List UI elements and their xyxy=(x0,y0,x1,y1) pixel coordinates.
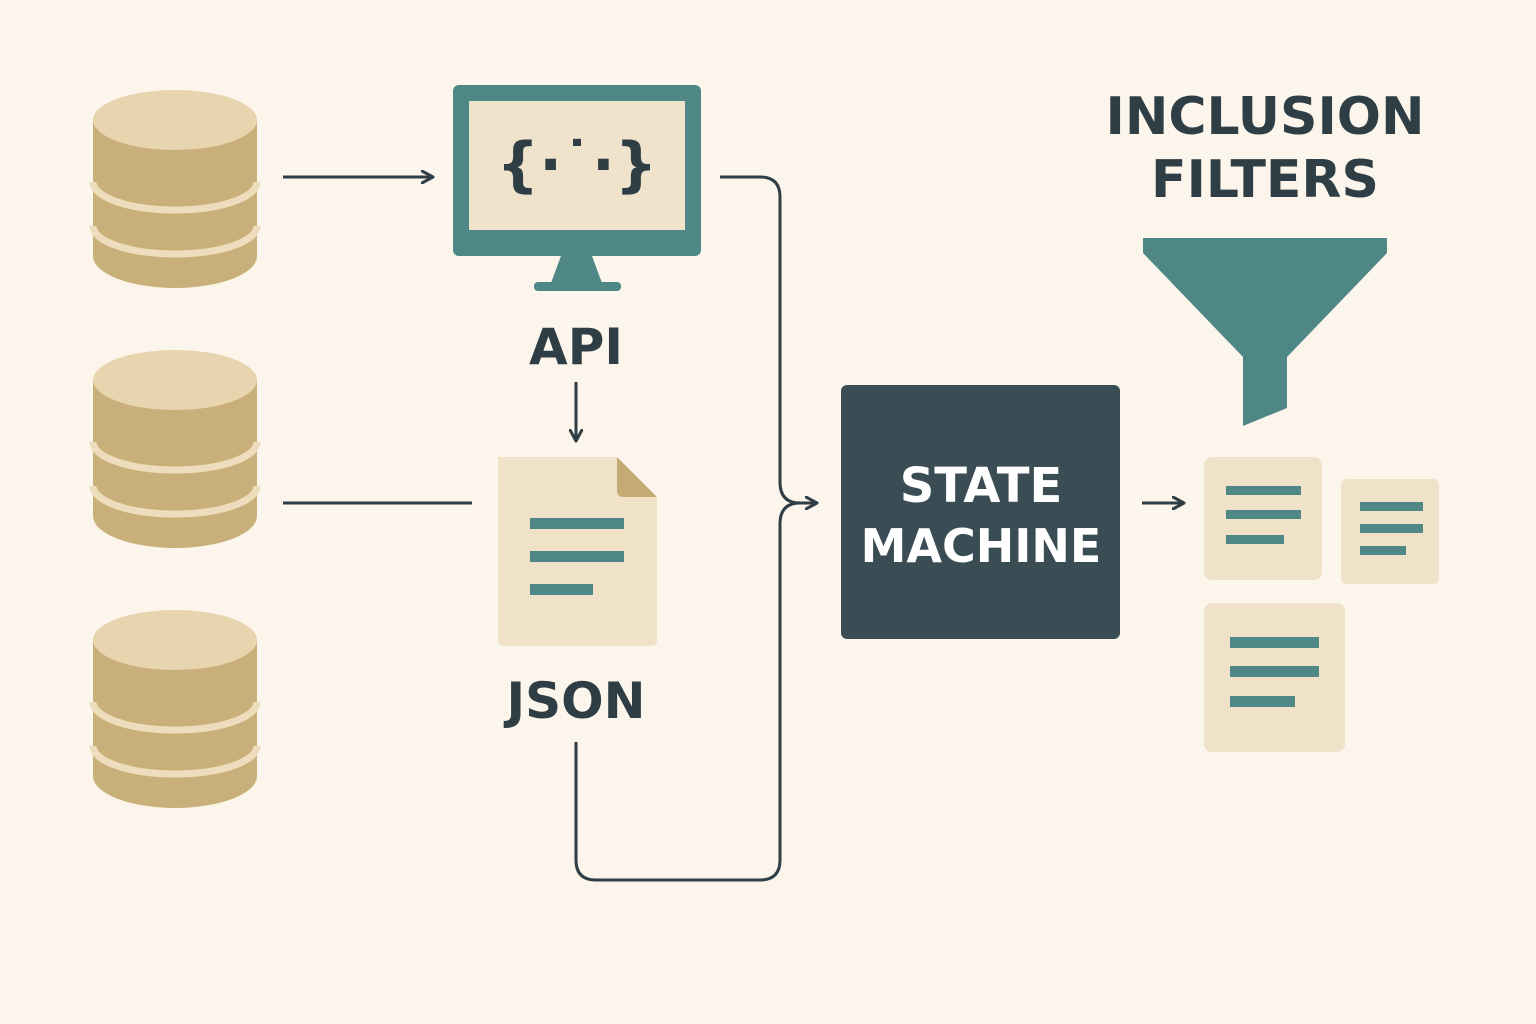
connector-api-to-state xyxy=(720,175,801,505)
database-3 xyxy=(89,610,261,808)
funnel-icon xyxy=(1143,238,1387,426)
output-documents xyxy=(1204,457,1439,752)
state-machine-box xyxy=(841,385,1120,639)
inclusion-filters-node: INCLUSION FILTERS xyxy=(1105,87,1425,426)
state-machine-node: STATE MACHINE xyxy=(841,385,1120,639)
state-machine-label-line1: STATE xyxy=(900,458,1063,514)
document-icon xyxy=(1204,457,1322,580)
json-label: JSON xyxy=(504,672,646,730)
database-icon xyxy=(89,90,261,288)
inclusion-filters-label-line1: INCLUSION xyxy=(1105,87,1424,147)
database-1 xyxy=(89,90,261,288)
document-icon xyxy=(1341,479,1439,584)
api-node: {·˙·} API xyxy=(453,85,701,376)
database-2 xyxy=(89,350,261,548)
monitor-icon: {·˙·} xyxy=(453,85,701,291)
json-node: JSON xyxy=(498,457,657,730)
document-icon xyxy=(498,457,657,646)
connector-json-to-state xyxy=(574,503,816,882)
document-icon xyxy=(1204,603,1345,752)
state-machine-label-line2: MACHINE xyxy=(861,519,1102,573)
inclusion-filters-label-line2: FILTERS xyxy=(1151,150,1379,210)
api-code-glyph: {·˙·} xyxy=(496,130,657,200)
database-icon xyxy=(89,610,261,808)
api-label: API xyxy=(529,318,623,376)
database-icon xyxy=(89,350,261,548)
